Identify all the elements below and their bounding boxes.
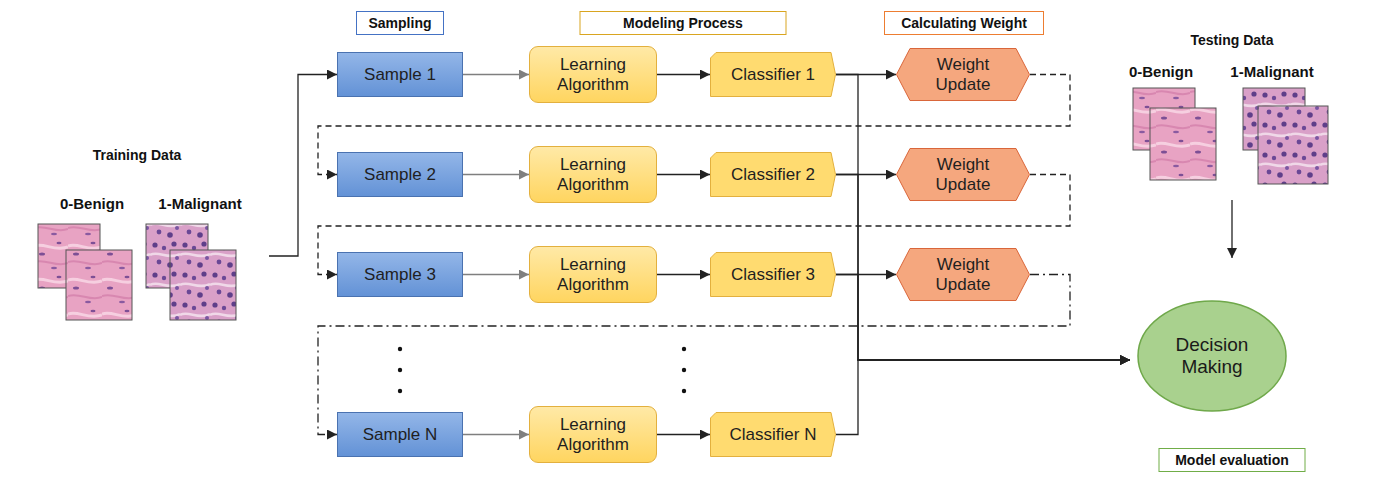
classifier-box: Classifier N xyxy=(710,412,836,457)
connector-arrow xyxy=(269,75,337,257)
connector-arrow xyxy=(463,174,529,175)
box-label: Sample 2 xyxy=(364,165,436,185)
box-label: Learning Algorithm xyxy=(537,55,649,94)
class-label: 0-Benign xyxy=(1129,63,1193,80)
panel-head: Training Data xyxy=(87,147,188,163)
classifier-box: Classifier 3 xyxy=(710,252,836,297)
band-head: Model evaluation xyxy=(1159,448,1306,472)
process-box: Learning Algorithm xyxy=(529,46,657,103)
label-anchor: 0-Benign xyxy=(60,195,124,213)
data-panel: Testing Data0-Benign1-Malignant xyxy=(1104,40,1360,200)
box-label: Classifier 1 xyxy=(731,65,815,85)
box-label: Weight Update xyxy=(917,255,1009,294)
box-label: Learning Algorithm xyxy=(537,155,649,194)
connector-arrow xyxy=(463,74,529,75)
sample-box: Sample 2 xyxy=(337,152,463,197)
stage-band: Calculating WeightWeight UpdateWeight Up… xyxy=(880,28,1048,481)
process-box: Learning Algorithm xyxy=(529,246,657,303)
label-anchor: Sampling xyxy=(356,11,444,35)
region-fill xyxy=(6,155,269,357)
dot xyxy=(682,347,686,351)
box-label: Classifier 2 xyxy=(731,165,815,185)
weight-hexagon: Weight Update xyxy=(896,148,1030,201)
box-label: Sample 3 xyxy=(364,265,436,285)
connector-arrow xyxy=(463,434,529,435)
box-label: Weight Update xyxy=(917,55,1009,94)
weight-hexagon: Weight Update xyxy=(896,248,1030,301)
label-anchor: 1-Malignant xyxy=(1230,63,1313,81)
connector-arrow xyxy=(657,74,710,75)
tag-shape xyxy=(711,253,836,297)
stage-band: SamplingSample 1Sample 2Sample 3Sample N xyxy=(324,28,476,481)
box-label: Learning Algorithm xyxy=(537,415,649,454)
dot xyxy=(398,368,402,372)
box-label: Weight Update xyxy=(917,155,1009,194)
connector-arrow xyxy=(836,175,1130,361)
connector-arrow xyxy=(463,274,529,275)
dot xyxy=(682,389,686,393)
band-head: Calculating Weight xyxy=(884,11,1044,35)
tag-shape xyxy=(711,153,836,197)
box-label: Learning Algorithm xyxy=(537,255,649,294)
sample-box: Sample N xyxy=(337,412,463,457)
hexagon-shape xyxy=(897,149,1030,201)
process-box: Learning Algorithm xyxy=(529,146,657,203)
class-label: 1-Malignant xyxy=(1230,63,1313,80)
connector-arrow xyxy=(1231,200,1232,258)
label-anchor: Calculating Weight xyxy=(884,11,1044,35)
classifier-box: Classifier 2 xyxy=(710,152,836,197)
tag-shape xyxy=(711,413,836,457)
class-label: 1-Malignant xyxy=(158,195,241,212)
panel-head: Testing Data xyxy=(1185,32,1280,48)
box-label: Classifier 3 xyxy=(731,265,815,285)
connector-arrow xyxy=(657,174,710,175)
connector-arrow xyxy=(836,360,1130,435)
process-box: Learning Algorithm xyxy=(529,406,657,463)
label-anchor: Testing Data xyxy=(1185,31,1280,49)
label-anchor: Modeling Process xyxy=(580,11,787,35)
sample-box: Sample 1 xyxy=(337,52,463,97)
dot xyxy=(398,389,402,393)
decision-ellipse: Decision Making xyxy=(1137,300,1287,412)
label-anchor: 1-Malignant xyxy=(158,195,241,213)
dot xyxy=(682,368,686,372)
ellipsis-dots xyxy=(398,347,686,393)
malignant-tile xyxy=(1258,106,1328,184)
weight-hexagon: Weight Update xyxy=(896,48,1030,101)
box-label: Sample N xyxy=(363,425,438,445)
box-label: Classifier N xyxy=(730,425,817,445)
benign-tile xyxy=(66,250,132,320)
sample-box: Sample 3 xyxy=(337,252,463,297)
label-anchor: 0-Benign xyxy=(1129,63,1193,81)
stage-band: Modeling ProcessLearning AlgorithmClassi… xyxy=(521,28,846,481)
band-head: Modeling Process xyxy=(580,11,787,35)
malignant-tile xyxy=(170,250,236,320)
box-label: Sample 1 xyxy=(364,65,436,85)
benign-tile xyxy=(1150,108,1216,180)
connector-arrow xyxy=(657,434,710,435)
label-anchor: Model evaluation xyxy=(1159,448,1306,472)
classifier-box: Classifier 1 xyxy=(710,52,836,97)
hexagon-shape xyxy=(897,249,1030,301)
data-panel: Training Data0-Benign1-Malignant xyxy=(6,155,269,357)
hexagon-shape xyxy=(897,49,1030,101)
box-label: Decision Making xyxy=(1156,334,1268,378)
label-anchor: Training Data xyxy=(87,146,188,164)
band-head: Sampling xyxy=(356,11,444,35)
ellipse-shape xyxy=(1138,301,1286,411)
class-label: 0-Benign xyxy=(60,195,124,212)
stage-band: Model evaluationDecision Making xyxy=(1130,258,1334,462)
connector-arrow xyxy=(836,75,1130,361)
connector-arrow xyxy=(657,274,710,275)
tag-shape xyxy=(711,53,836,97)
tissue-images xyxy=(38,88,1328,320)
dot xyxy=(398,347,402,351)
